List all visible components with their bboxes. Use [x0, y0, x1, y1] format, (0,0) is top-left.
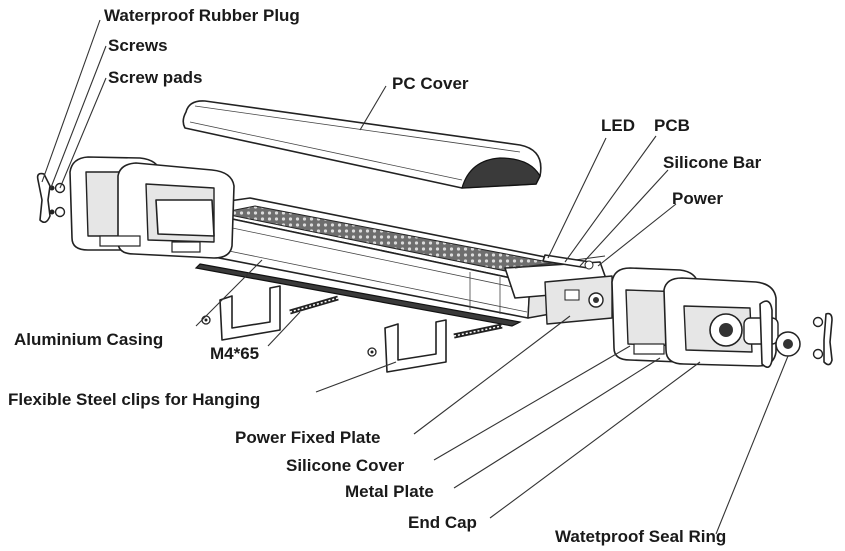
leader-end-cap — [489, 361, 701, 519]
label-silicone-cover: Silicone Cover — [286, 456, 404, 475]
leader-silicone-bar — [579, 169, 669, 267]
leader-pc-cover — [359, 85, 387, 131]
label-power-fixed-plate: Power Fixed Plate — [235, 428, 381, 447]
aluminium-casing-drawing — [177, 197, 601, 327]
leader-m4-65 — [267, 311, 301, 347]
hanging-clips-drawing — [201, 285, 503, 373]
led-bar-drawing — [542, 254, 594, 270]
label-led: LED — [601, 116, 635, 135]
label-screw-pads: Screw pads — [108, 68, 203, 87]
label-silicone-bar: Silicone Bar — [663, 153, 762, 172]
leader-metal-plate — [453, 357, 661, 489]
label-aluminium-casing: Aluminium Casing — [14, 330, 163, 349]
leader-lines — [41, 19, 789, 535]
leader-waterproof-rubber-plug — [41, 19, 101, 183]
label-waterproof-rubber-plug: Waterproof Rubber Plug — [104, 6, 300, 25]
label-pcb: PCB — [654, 116, 690, 135]
leader-silicone-cover — [433, 345, 631, 461]
leader-aluminium-casing — [195, 259, 263, 327]
left-end-cap-drawing — [36, 156, 235, 259]
label-watetproof-seal-ring: Watetproof Seal Ring — [555, 527, 726, 546]
leader-power — [597, 203, 677, 267]
label-power: Power — [672, 189, 723, 208]
leader-pcb — [564, 135, 657, 263]
label-screws: Screws — [108, 36, 168, 55]
pc-cover-drawing — [182, 100, 542, 189]
label-metal-plate: Metal Plate — [345, 482, 434, 501]
leader-power-fixed-plate — [413, 315, 571, 435]
leader-flexible-steel-clips — [315, 361, 397, 393]
leader-screws — [49, 45, 107, 191]
power-box-drawing — [504, 255, 613, 325]
label-flexible-steel-clips: Flexible Steel clips for Hanging — [8, 390, 260, 409]
label-end-cap: End Cap — [408, 513, 477, 532]
right-end-cap-drawing — [611, 267, 833, 368]
label-pc-cover: PC Cover — [392, 74, 469, 93]
leader-led — [547, 137, 607, 259]
leader-screw-pads — [59, 77, 107, 189]
leader-watetproof-seal-ring — [715, 355, 789, 535]
labels: Waterproof Rubber Plug Screws Screw pads… — [8, 6, 762, 546]
label-m4-65: M4*65 — [210, 344, 259, 363]
